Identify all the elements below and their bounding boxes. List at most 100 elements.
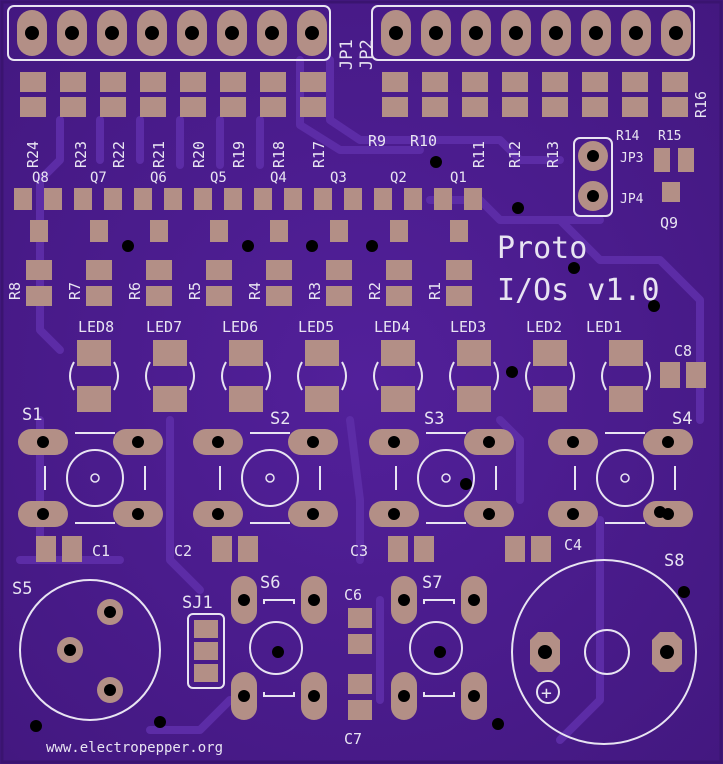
r3-label: R3 [306,282,324,300]
r19-label: R19 [230,141,248,168]
via [460,478,472,490]
c6-pad-2 [348,634,372,654]
resistor-pad [140,97,166,117]
q8-label: Q8 [32,170,49,186]
resistor-pad [60,97,86,117]
series-resistor-pad [26,260,52,280]
transistor-pad [14,188,32,210]
r24-label: R24 [24,141,42,168]
resistor-pad [422,97,448,117]
transistor-pad [224,188,242,210]
led-outline [297,361,347,391]
cap-pad [62,536,82,562]
s4-label: S4 [672,409,692,429]
c8-label: C8 [674,342,692,360]
s5-outline [19,579,161,721]
resistor-pad [60,72,86,92]
switch-hole [662,436,674,448]
switch-hole [37,508,49,520]
led-outline [525,361,575,391]
resistor-pad [220,72,246,92]
switch-center [441,473,451,483]
resistor-pad [382,72,408,92]
via [366,240,378,252]
header-hole [509,26,523,40]
r9-label: R9 [368,132,386,150]
switch-outline [574,432,676,524]
led-pad [153,340,187,366]
cap-pad [531,536,551,562]
switch-hole [567,508,579,520]
transistor-pad [314,188,332,210]
resistor-pad [542,72,568,92]
sj1-solder-jumper [187,613,225,689]
q7-label: Q7 [90,170,107,186]
capacitor-pads [36,536,551,562]
s3-label: S3 [424,409,444,429]
resistor-pad [622,97,648,117]
led-pad [381,386,415,412]
resistor-pad [662,72,688,92]
jp1-label: JP1 [337,39,357,70]
r21-label: R21 [150,141,168,168]
vswitch-hole [398,690,410,702]
transistor-pads [14,188,482,242]
led-outline [221,361,271,391]
resistor-pad [260,72,286,92]
switch-hole [307,508,319,520]
resistor-pad [100,97,126,117]
header-hole [469,26,483,40]
led-outline [373,361,423,391]
q4-label: Q4 [270,170,287,186]
s2-label: S2 [270,409,290,429]
led-outline [449,361,499,391]
jp3-label: JP3 [620,151,643,166]
header-hole [265,26,279,40]
series-resistor-pad [386,260,412,280]
q6-label: Q6 [150,170,167,186]
s8-plus-sign: + [541,683,552,704]
r18-label: R18 [270,141,288,168]
board-title-line1: Proto [497,231,587,266]
vswitch-hole [468,594,480,606]
r15-pad [678,148,694,172]
led-pad [533,340,567,366]
sj1-label: SJ1 [182,593,213,613]
via [306,240,318,252]
q1-label: Q1 [450,170,467,186]
led-pad [305,340,339,366]
series-resistor-pad [446,286,472,306]
r5-label: R5 [186,282,204,300]
led2-label: LED2 [526,318,562,336]
transistor-pad [90,220,108,242]
pin-headers [7,5,695,61]
vswitch-outline [263,599,295,697]
resistor-pad [622,72,648,92]
r12-label: R12 [506,141,524,168]
transistor-pad [284,188,302,210]
header-hole [145,26,159,40]
s5-label: S5 [12,579,32,599]
transistor-pad [164,188,182,210]
resistor-pad [220,97,246,117]
led-pad [457,340,491,366]
via [568,262,580,274]
series-resistor-pad [206,260,232,280]
resistor-pad [502,72,528,92]
c8-pad-2 [686,362,706,388]
led4-label: LED4 [374,318,410,336]
jp-outline [573,137,613,217]
transistor-pad [390,220,408,242]
via [242,240,254,252]
s8-outline [511,559,697,745]
s8-component [511,559,697,745]
transistor-pad [44,188,62,210]
series-resistor-pad [146,286,172,306]
header-hole [589,26,603,40]
series-resistor-pad [386,286,412,306]
switch-actuator [66,449,124,507]
resistor-pad [20,72,46,92]
series-resistor-pad [26,286,52,306]
cap-pad [212,536,232,562]
